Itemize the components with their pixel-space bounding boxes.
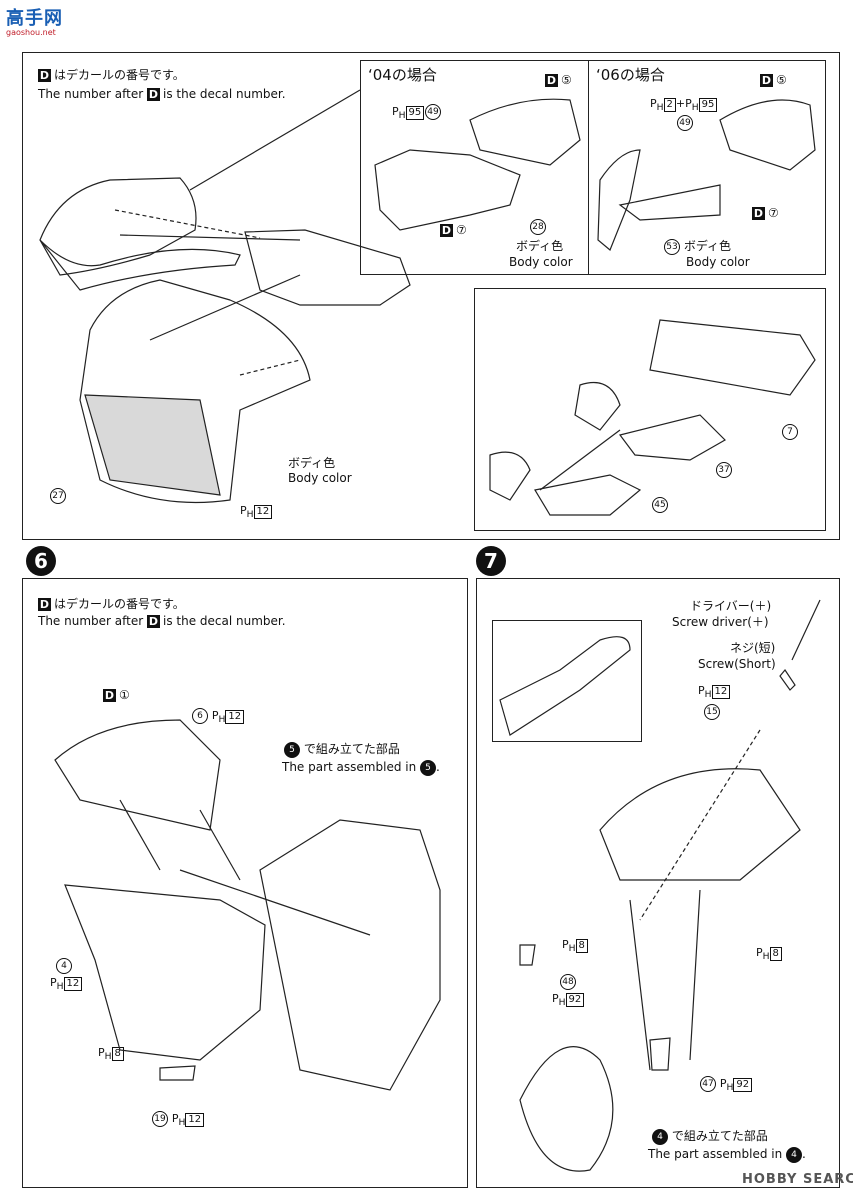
box06-cowl — [618, 184, 721, 221]
step6-assembled-en: The part assembled in 5. — [282, 759, 440, 776]
step5-upper-cowl — [39, 239, 241, 291]
box04-screen — [374, 149, 521, 231]
box06-screen — [597, 149, 641, 251]
step7-wheel — [519, 1046, 614, 1172]
headlight-box — [474, 288, 826, 531]
step7-number: 7 — [476, 546, 506, 576]
box-06-body-en: Body color — [686, 255, 750, 269]
step7-driver-en: Screw driver(＋) — [672, 615, 769, 629]
box-04-part28: 28 — [530, 218, 546, 235]
step6-number: 6 — [26, 546, 56, 576]
step7-screw-jp: ネジ(短) — [730, 641, 776, 655]
step5-body-jp: ボディ色 — [288, 456, 336, 470]
hl-lamp-right — [618, 414, 726, 461]
step5-windscreen — [39, 177, 197, 276]
step6-panel — [22, 578, 468, 1188]
step6-upper-cowl — [54, 719, 221, 831]
step7-cowl — [599, 768, 801, 881]
step7-part48: 48 — [560, 973, 576, 990]
box-06 — [588, 60, 826, 275]
step6-part19 — [159, 1065, 196, 1081]
part-37-label: 37 — [716, 461, 732, 478]
hl-mirror-left — [489, 451, 531, 501]
step7-assembled-en: The part assembled in 4. — [648, 1146, 806, 1163]
step6-frame — [259, 819, 441, 1091]
box-04-part49: 49 — [425, 103, 441, 120]
step6-lower-panel — [64, 884, 266, 1061]
step7-assembled-jp: 4 で組み立てた部品 — [652, 1128, 768, 1145]
step5-headlight-unit — [244, 229, 411, 306]
site-logo: 高手网 gaoshou.net — [6, 4, 76, 40]
step7-fork — [629, 889, 701, 1071]
step7-driver-jp: ドライバー(＋) — [690, 599, 772, 613]
part-27-label: 27 — [50, 487, 66, 504]
step7-screw-en: Screw(Short) — [698, 657, 776, 671]
watermark: HOBBY SEARCH — [742, 1172, 853, 1187]
step5-panel — [22, 52, 840, 540]
step7-part15: 15 — [704, 703, 720, 720]
hl-lamp-left — [574, 381, 621, 431]
step6-assembled-jp: 5 で組み立てた部品 — [284, 741, 400, 758]
site-logo-sub: gaoshou.net — [6, 28, 56, 37]
step6-part4: 4 — [56, 957, 72, 974]
step7-screw — [779, 668, 796, 691]
box-06-part49: 49 — [677, 114, 693, 131]
step7-part47 — [649, 1037, 671, 1071]
hl-mirror-right — [534, 474, 642, 516]
step7-part48 — [519, 944, 536, 966]
step7-inset-grip — [499, 636, 631, 736]
step5-body-en: Body color — [288, 471, 352, 485]
part-45-label: 45 — [652, 496, 668, 513]
site-logo-text: 高手网 — [6, 8, 63, 29]
step5-grill — [84, 394, 221, 496]
box-06-title: ‘06の場合 — [596, 66, 665, 84]
step5-front-fairing — [79, 279, 311, 504]
step7-screwdriver — [791, 599, 821, 661]
box-04-body-jp: ボディ色 — [516, 239, 564, 253]
box04-upper — [469, 98, 581, 166]
box-04-title: ‘04の場合 — [368, 66, 437, 84]
box-06-part53: 53 ボディ色 — [664, 238, 731, 255]
hl-bracket — [649, 319, 816, 396]
part-7-label: 7 — [782, 423, 798, 440]
box-04-body-en: Body color — [509, 255, 573, 269]
box06-upper — [719, 99, 816, 171]
step7-panel — [476, 578, 840, 1188]
step7-inset — [492, 620, 642, 742]
